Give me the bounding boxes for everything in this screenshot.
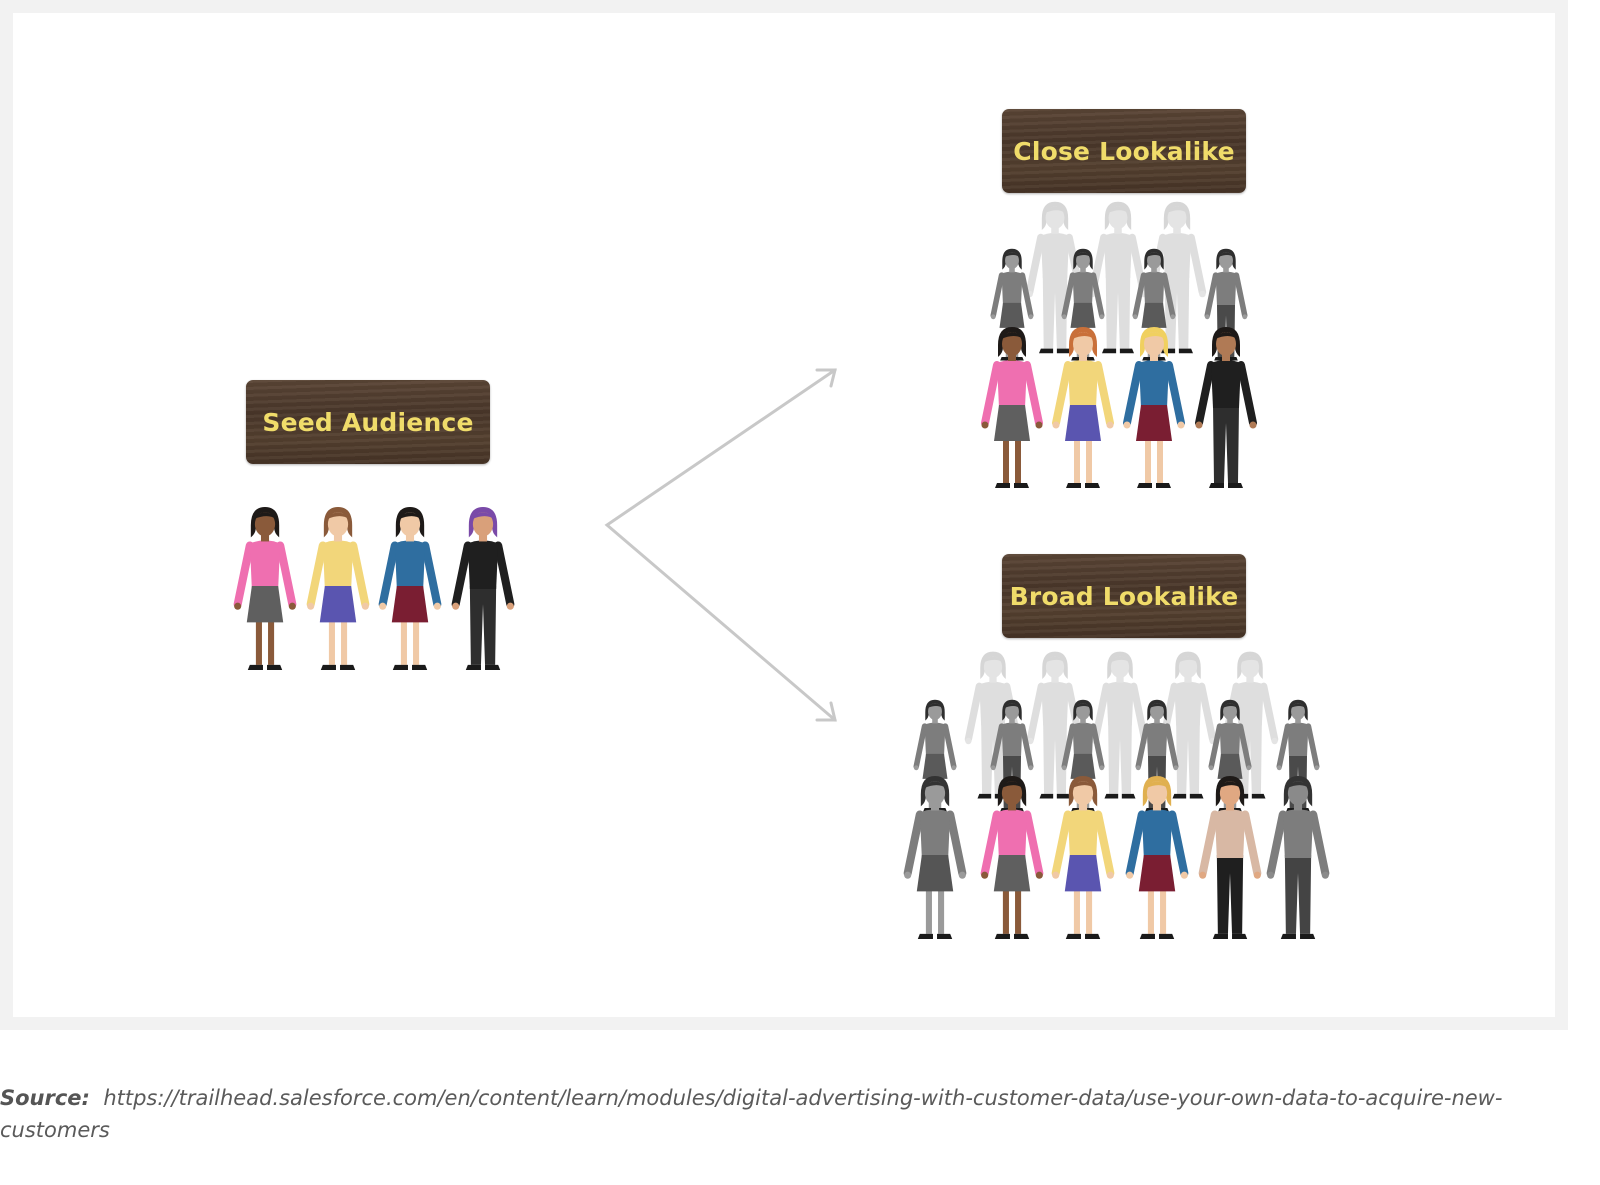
broad-lookalike-sign: Broad Lookalike	[1002, 554, 1246, 638]
close-lookalike-label: Close Lookalike	[1013, 136, 1235, 166]
diagram-art	[233, 201, 1330, 939]
arrowhead-broad	[815, 701, 837, 722]
gray-person	[1135, 699, 1179, 812]
faded-person	[1088, 201, 1148, 354]
broad-lookalike-person	[1125, 776, 1189, 939]
close-lookalike-person	[1123, 327, 1185, 488]
source-caption: Source: https://trailhead.salesforce.com…	[0, 1082, 1560, 1146]
arrowhead-close	[815, 368, 837, 388]
arrow-to-close	[604, 368, 837, 722]
faded-person	[964, 651, 1022, 799]
close-lookalike-person	[1052, 327, 1114, 488]
image-frame	[0, 0, 1568, 1030]
broad-lookalike-person	[980, 776, 1044, 939]
close-lookalike-sign: Close Lookalike	[1002, 109, 1246, 193]
faded-person	[1026, 651, 1084, 799]
close-lookalike-person	[981, 327, 1043, 488]
seed-audience-person	[233, 507, 297, 670]
seed-audience-person	[378, 507, 442, 670]
source-url[interactable]: https://trailhead.salesforce.com/en/cont…	[0, 1086, 1503, 1142]
gray-person	[1061, 248, 1105, 361]
seed-audience-person	[306, 507, 370, 670]
close-lookalike-person	[1195, 327, 1257, 488]
branch-arrows	[604, 368, 837, 722]
people-groups	[233, 201, 1330, 939]
broad-lookalike-person	[903, 776, 967, 939]
broad-lookalike-person	[1198, 776, 1262, 939]
broad-lookalike-person	[1266, 776, 1330, 939]
faded-person	[1159, 651, 1217, 799]
gray-person	[913, 699, 957, 812]
source-label: Source:	[0, 1086, 90, 1110]
gray-person	[990, 248, 1034, 361]
broad-lookalike-label: Broad Lookalike	[1009, 581, 1239, 611]
seed-audience-person	[451, 507, 515, 670]
seed-audience-label: Seed Audience	[262, 407, 474, 437]
gray-person	[1061, 699, 1105, 812]
broad-lookalike-person	[1051, 776, 1115, 939]
seed-audience-sign: Seed Audience	[246, 380, 490, 464]
faded-person	[1091, 651, 1149, 799]
